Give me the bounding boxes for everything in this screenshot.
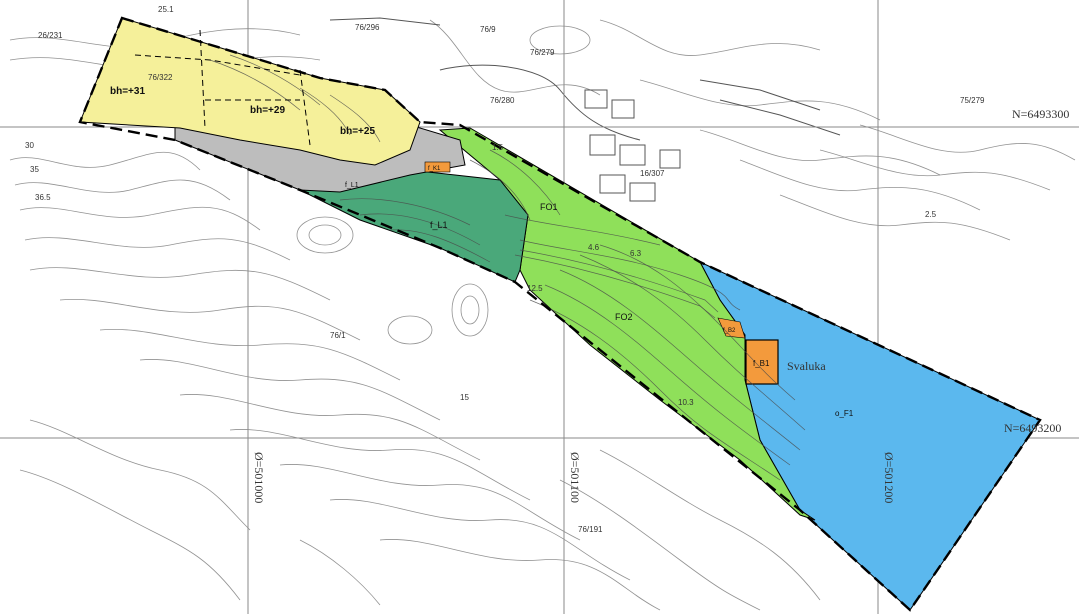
grid-label-east-2: Ø=501100: [568, 452, 582, 503]
building-height-1: bh=+31: [110, 86, 145, 97]
zone-label-f-l1-road: f_L1: [345, 182, 359, 189]
elevation-label: 25.1: [158, 5, 174, 14]
existing-structures: [329, 17, 841, 202]
grid-label-north-2: N=6493200: [1004, 421, 1061, 435]
property-label: 76/280: [490, 96, 515, 105]
zone-label-fo1: FO1: [540, 202, 558, 212]
zone-label-f-b1: f_B1: [753, 359, 770, 368]
elevation-label: 30: [25, 141, 34, 150]
property-label: 76/322: [148, 73, 173, 82]
elevation-label: 4.6: [588, 243, 600, 252]
property-label: 76/1: [330, 331, 346, 340]
elevation-label: 2.5: [925, 210, 937, 219]
property-label: 75/279: [960, 96, 985, 105]
property-label: 76/191: [578, 525, 603, 534]
zone-label-f-k1: f_K1: [428, 166, 441, 172]
grid-label-north-1: N=6493300: [1012, 107, 1069, 121]
grid-label-east-1: Ø=501000: [252, 452, 266, 503]
green-zone-f-l1: [298, 169, 529, 283]
plan-border: [78, 16, 1042, 612]
building-f-b2: [717, 317, 746, 339]
zone-label-o-f1: o_F1: [835, 409, 854, 418]
elevation-label: 6.3: [630, 249, 642, 258]
elevation-label: 10.3: [678, 398, 694, 407]
terrain-contours: [9, 19, 1076, 611]
zone-label-f-b2: f_B2: [723, 328, 736, 334]
internal-boundaries: [134, 29, 311, 146]
elevation-label: 36.5: [35, 193, 51, 202]
elevation-label: 15: [460, 393, 469, 402]
place-name-svaluka: Svaluka: [787, 359, 826, 373]
building-height-3: bh=+25: [340, 126, 375, 137]
elevation-label: 12.5: [527, 284, 543, 293]
zone-label-f-l1: f_L1: [430, 220, 448, 230]
zone-label-fo2: FO2: [615, 312, 633, 322]
building-height-2: bh=+29: [250, 105, 285, 116]
elevation-label: 1.5: [492, 143, 504, 152]
building-f-k1: [424, 161, 451, 173]
zone-contours: [209, 54, 806, 481]
elevation-label: 35: [30, 165, 39, 174]
building-f-b1: [745, 339, 779, 385]
property-label: 76/279: [530, 48, 555, 57]
grid-label-east-3: Ø=501200: [882, 452, 896, 503]
property-label: 76/296: [355, 23, 380, 32]
property-label: 76/9: [480, 25, 496, 34]
property-label: 26/231: [38, 31, 63, 40]
property-label: 16/307: [640, 169, 665, 178]
